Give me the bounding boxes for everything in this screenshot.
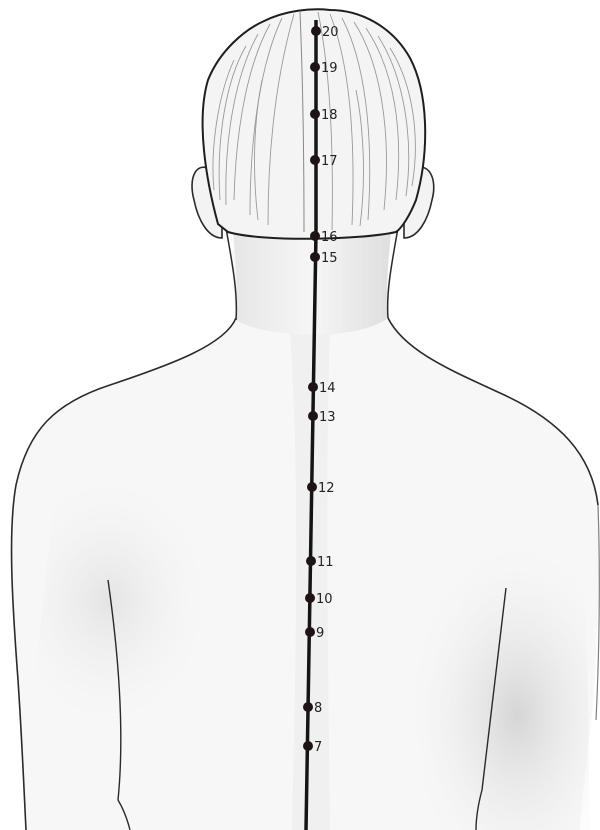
neck (232, 225, 392, 335)
acupoint-16-label: 16 (321, 230, 338, 245)
acupoint-16-dot (310, 231, 320, 241)
acupoint-18-label: 18 (321, 108, 338, 123)
acupoint-9-label: 9 (316, 626, 324, 641)
hair (203, 9, 426, 238)
acupoint-20-label: 20 (322, 25, 339, 40)
acupoint-15-label: 15 (321, 251, 338, 266)
acupoint-13-label: 13 (319, 410, 336, 425)
acupoint-20-dot (311, 26, 321, 36)
acupoint-17-dot (310, 155, 320, 165)
acupoint-11-label: 11 (317, 555, 334, 570)
acupoint-9-dot (305, 627, 315, 637)
acupoint-8-dot (303, 702, 313, 712)
acupoint-8-label: 8 (314, 701, 322, 716)
acupoint-10-dot (305, 593, 315, 603)
torso-shade-left (30, 443, 290, 760)
acupoint-12-dot (307, 482, 317, 492)
acupoint-19-dot (310, 62, 320, 72)
acupoint-7-dot (303, 741, 313, 751)
acupoint-7-label: 7 (314, 740, 322, 755)
acupoint-13-dot (308, 411, 318, 421)
acupoint-12-label: 12 (318, 481, 335, 496)
acupoint-10-label: 10 (316, 592, 333, 607)
acupoint-18-dot (310, 109, 320, 119)
acupoint-17-label: 17 (321, 154, 338, 169)
acupoint-15-dot (310, 252, 320, 262)
acupoint-19-label: 19 (321, 61, 338, 76)
acupoint-14-dot (308, 382, 318, 392)
acupoint-11-dot (306, 556, 316, 566)
acupoint-14-label: 14 (319, 381, 336, 396)
